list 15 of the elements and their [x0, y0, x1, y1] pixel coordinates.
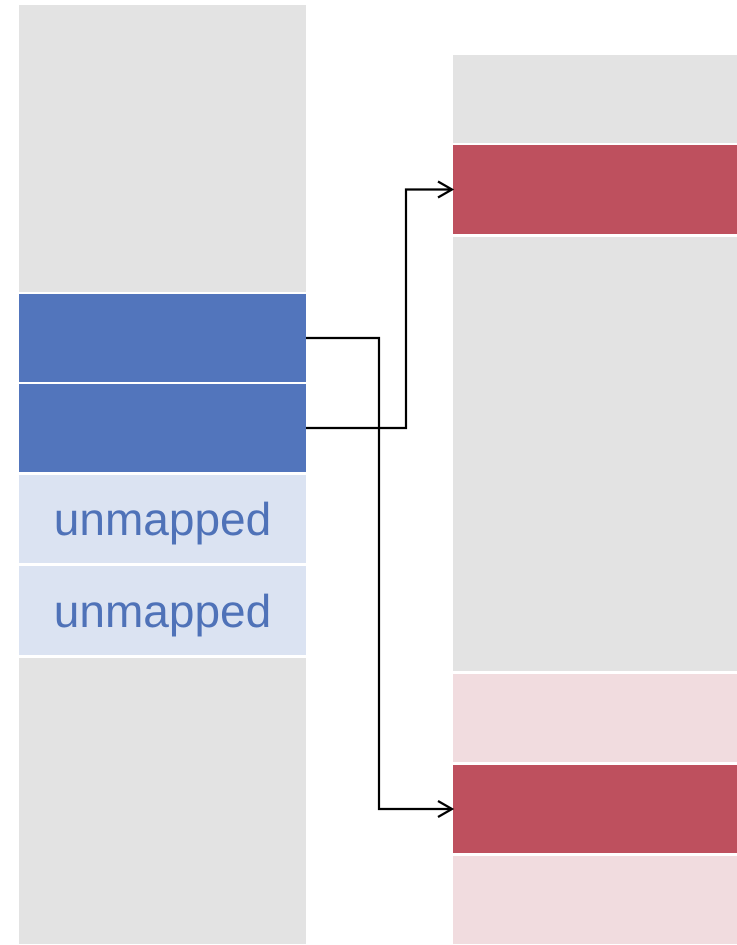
- memory-block: [453, 55, 737, 143]
- memory-block: [19, 658, 306, 944]
- connector-arrow: [306, 180, 454, 430]
- memory-block: [19, 294, 306, 382]
- memory-block: [453, 674, 737, 762]
- block-label: unmapped: [54, 496, 272, 542]
- connector-arrow: [306, 336, 454, 818]
- memory-block: [453, 856, 737, 944]
- memory-block: [453, 145, 737, 234]
- memory-block: [19, 5, 306, 292]
- memory-block: [453, 237, 737, 671]
- memory-block: [19, 475, 306, 563]
- memory-block: [453, 765, 737, 853]
- memory-block: [19, 566, 306, 655]
- memory-block: [19, 384, 306, 472]
